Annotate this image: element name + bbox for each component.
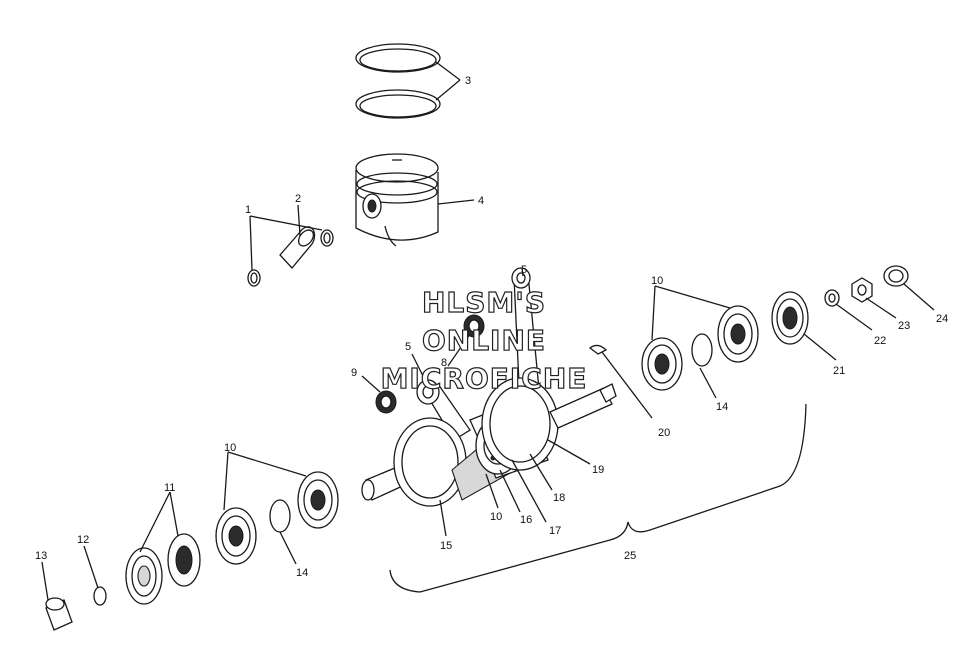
callout-3: 3 [465, 75, 471, 87]
callout-11: 11 [164, 482, 175, 494]
callout-8: 8 [441, 357, 447, 369]
right-side-parts [588, 265, 909, 391]
callout-1: 1 [245, 204, 251, 216]
callout-17: 17 [549, 525, 561, 537]
watermark-line-1: HLSM'S [422, 286, 546, 319]
left-side-parts [45, 471, 339, 631]
watermark-line-3: MICROFICHE [381, 362, 588, 395]
callout-10-center: 10 [490, 511, 502, 523]
watermark-line-2: ONLINE [422, 324, 546, 357]
callout-16: 16 [520, 514, 532, 526]
callout-10-left: 10 [224, 442, 236, 454]
callout-18: 18 [553, 492, 565, 504]
callout-23: 23 [898, 320, 910, 332]
callout-20: 20 [658, 427, 670, 439]
callout-labels: 1 2 3 4 5 5 8 9 10 10 10 11 12 13 14 14 … [35, 75, 948, 579]
callout-13: 13 [35, 550, 47, 562]
callout-14-right: 14 [716, 401, 728, 413]
wrist-pin-assembly [247, 204, 334, 287]
callout-5-lower: 5 [405, 341, 411, 353]
callout-4: 4 [478, 195, 484, 207]
piston [355, 153, 475, 247]
piston-rings [355, 43, 461, 119]
callout-14-left: 14 [296, 567, 308, 579]
callout-10-right: 10 [651, 275, 663, 287]
callout-25: 25 [624, 550, 636, 562]
callout-9: 9 [351, 367, 357, 379]
callout-19: 19 [592, 464, 604, 476]
callout-2: 2 [295, 193, 301, 205]
callout-15: 15 [440, 540, 452, 552]
callout-24: 24 [936, 313, 948, 325]
needle-bearings [375, 314, 485, 414]
callout-12: 12 [77, 534, 89, 546]
callout-21: 21 [833, 365, 845, 377]
watermark: HLSM'S ONLINE MICROFICHE [380, 285, 588, 395]
callout-5-upper: 5 [521, 264, 527, 276]
leader-lines [41, 267, 935, 601]
callout-22: 22 [874, 335, 886, 347]
crankshaft [361, 377, 617, 507]
